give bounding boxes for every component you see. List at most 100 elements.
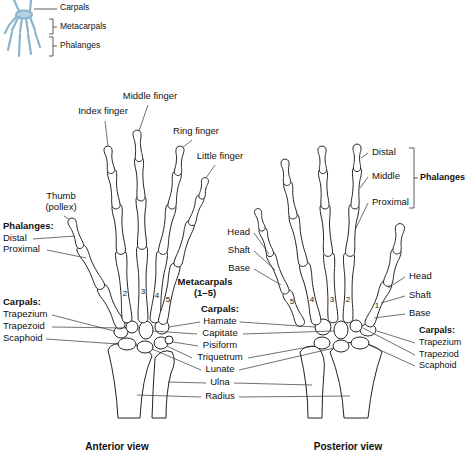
part-label: Shaft [228, 245, 250, 256]
heading-label: Carpals: [201, 304, 239, 315]
carpal-bone [314, 337, 330, 349]
hand-bone [318, 146, 327, 173]
leader-line [206, 165, 215, 178]
leader-line [234, 383, 312, 385]
hand-bone [299, 262, 320, 325]
heading-label: Carpals: [3, 297, 41, 308]
forearm-bone [300, 346, 324, 418]
leader-line [361, 153, 368, 158]
leader-line [356, 203, 368, 228]
carpal-bone [139, 321, 153, 339]
leader-line [381, 296, 405, 303]
bracket-line [49, 19, 57, 34]
phalanges-bracket [409, 148, 418, 208]
carpal-bone [165, 336, 173, 344]
callout-number: 4 [155, 291, 159, 300]
inset-bone [5, 16, 17, 33]
heading-label: Phalanges: [3, 221, 54, 232]
hand-bone [168, 171, 182, 209]
part-label: Base [228, 263, 250, 274]
part-label: Triquetrum [197, 352, 243, 363]
leader-line [240, 322, 315, 327]
leader-line [374, 314, 405, 318]
part-label: Ulna [210, 377, 230, 388]
part-label: Scaphoid [3, 333, 43, 344]
part-label: Base [409, 308, 431, 319]
part-label: Proximal [372, 197, 409, 208]
leader-line [52, 327, 126, 328]
leader-line [254, 233, 269, 254]
inset-bone [28, 34, 31, 54]
leader-line [388, 277, 405, 288]
leader-line [254, 251, 275, 270]
hand-bone [393, 224, 405, 254]
leader-line [33, 236, 75, 239]
carpal-bone [118, 338, 136, 350]
leader-line [52, 315, 114, 331]
heading-label: Phalanges [420, 172, 465, 182]
part-label: Middle [372, 171, 400, 182]
leader-line [239, 396, 350, 397]
inset-bone [30, 0, 31, 11]
hand-bone [320, 203, 333, 256]
hand-bone [159, 203, 176, 254]
hand-bone [323, 252, 337, 323]
leader-line [46, 339, 118, 344]
leader-line [243, 331, 334, 334]
callout-number: 2 [346, 295, 350, 304]
leader-line [363, 328, 415, 355]
leader-line [168, 382, 206, 383]
hand-bone [254, 209, 265, 232]
part-label: Distal [3, 233, 27, 244]
part-label: Hamate [203, 316, 236, 327]
part-label: Scaphoid [419, 360, 457, 370]
leader-line [47, 250, 86, 258]
leader-line [167, 346, 192, 358]
callout-number: 3 [141, 287, 145, 296]
hand-bone [77, 245, 105, 289]
part-label: Phalanges [60, 41, 100, 51]
part-label: Carpals [60, 3, 89, 13]
bones [68, 130, 405, 418]
part-label: Lunate [205, 364, 234, 375]
part-label: Metacarpals [60, 22, 106, 32]
carpal-bone [137, 341, 153, 353]
forearm-bone [330, 342, 382, 418]
part-label: Capitate [202, 328, 237, 339]
leader-line [377, 331, 415, 343]
part-label: Middle finger [123, 91, 177, 102]
hand-bone [134, 157, 145, 201]
forearm-bone [152, 351, 174, 418]
inset-carpals [16, 11, 32, 19]
leader-line [152, 349, 201, 370]
part-label: Trapeziod [419, 349, 459, 359]
leader-line [248, 346, 314, 358]
callout-number: 5 [166, 295, 170, 304]
inset-bone [20, 18, 22, 32]
part-label: Radius [205, 391, 235, 402]
hand-bone [104, 146, 115, 173]
callout-number: 3 [330, 295, 334, 304]
carpal-bone [333, 340, 349, 352]
hand-bone [365, 281, 391, 327]
inset-bone [19, 34, 20, 56]
leader-line [369, 345, 415, 366]
part-label: Trapezium [3, 309, 48, 320]
heading-label: Anterior view [85, 441, 148, 453]
part-label: Trapezium [419, 337, 461, 347]
leader-lines [33, 105, 415, 397]
part-label: Distal [372, 147, 396, 158]
carpal-bone [351, 337, 369, 349]
leader-line [139, 105, 148, 131]
hand-bone [136, 195, 147, 249]
hand-bone [199, 178, 209, 199]
inset-bone [30, 17, 35, 30]
callout-number: 5 [290, 297, 294, 306]
leader-line [153, 331, 197, 334]
hand-bone [68, 218, 84, 248]
leader-line [64, 216, 70, 220]
leader-line [169, 322, 200, 327]
leader-line [105, 121, 108, 146]
